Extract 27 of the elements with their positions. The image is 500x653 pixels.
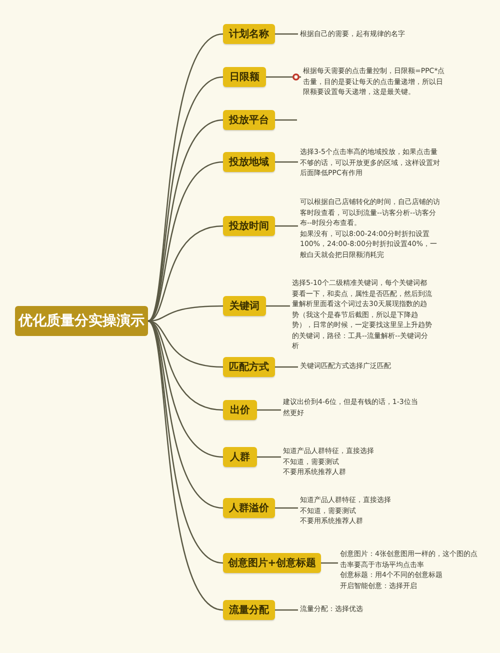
topic-box: 投放时间 [223, 216, 275, 236]
connector-line [275, 225, 298, 227]
central-topic-box: 优化质量分实操演示 [15, 306, 148, 336]
connector-line [275, 366, 298, 368]
connector-line [257, 409, 281, 411]
topic-box: 匹配方式 [223, 357, 275, 377]
topic-box: 投放平台 [223, 110, 275, 130]
connector-line [275, 161, 298, 163]
topic-box: 日限额 [223, 67, 266, 87]
topic-box: 计划名称 [223, 24, 275, 44]
connector-line [266, 305, 290, 307]
branch-line [148, 320, 224, 564]
topic-box: 流量分配 [223, 600, 275, 620]
connector-line [275, 609, 298, 611]
topic-box: 人群 [223, 447, 257, 467]
topic-box: 关键词 [223, 296, 266, 316]
topic-box: 出价 [223, 400, 257, 420]
connector-line [275, 507, 298, 509]
connector-line [275, 33, 298, 35]
topic-box: 投放地域 [223, 152, 275, 172]
branch-line [148, 320, 224, 611]
connector-line [257, 456, 281, 458]
topic-box: 人群溢价 [223, 498, 275, 518]
connector-line [266, 76, 301, 78]
topic-box: 创意图片+创意标题 [223, 553, 321, 573]
connector-line [275, 119, 297, 121]
connector-line [321, 562, 338, 564]
